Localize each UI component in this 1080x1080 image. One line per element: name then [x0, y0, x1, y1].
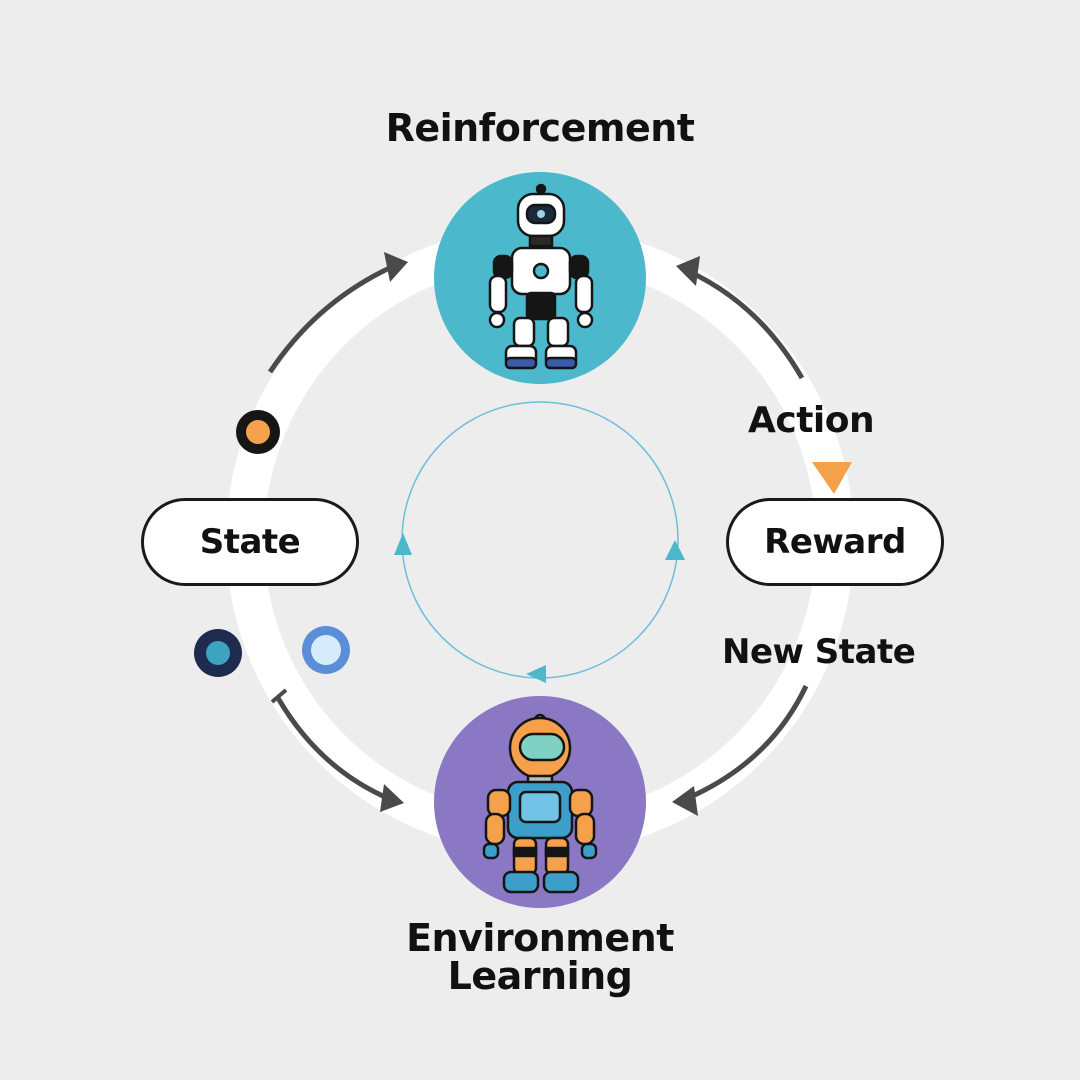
inner-arrow-left [394, 533, 412, 555]
environment-robot-icon [482, 713, 598, 894]
cycle-arrow-bottom-right [672, 684, 809, 816]
blue-dot-icon [302, 626, 350, 674]
action-edge-label: Action [748, 400, 875, 441]
inner-arrow-right [665, 540, 685, 560]
action-arrowhead [812, 462, 852, 494]
state-node-label: State [199, 522, 301, 562]
learning-title: Learning [447, 954, 633, 998]
cycle-arrow-top-right [676, 256, 805, 380]
cycle-arrow-bottom-left [270, 688, 404, 812]
cycle-arrow-top-left [267, 252, 408, 374]
reward-node[interactable]: Reward [726, 498, 944, 586]
inner-arrow-bottom [526, 665, 546, 683]
orange-dot-icon [236, 410, 280, 454]
agent-title: Reinforcement [385, 106, 695, 150]
state-node[interactable]: State [141, 498, 359, 586]
navy-dot-icon [194, 629, 242, 677]
reward-node-label: Reward [764, 522, 906, 562]
agent-robot-icon [488, 183, 594, 370]
new-state-edge-label: New State [722, 632, 916, 672]
inner-cycle-ring [401, 401, 679, 679]
environment-title: Environment [406, 916, 674, 960]
